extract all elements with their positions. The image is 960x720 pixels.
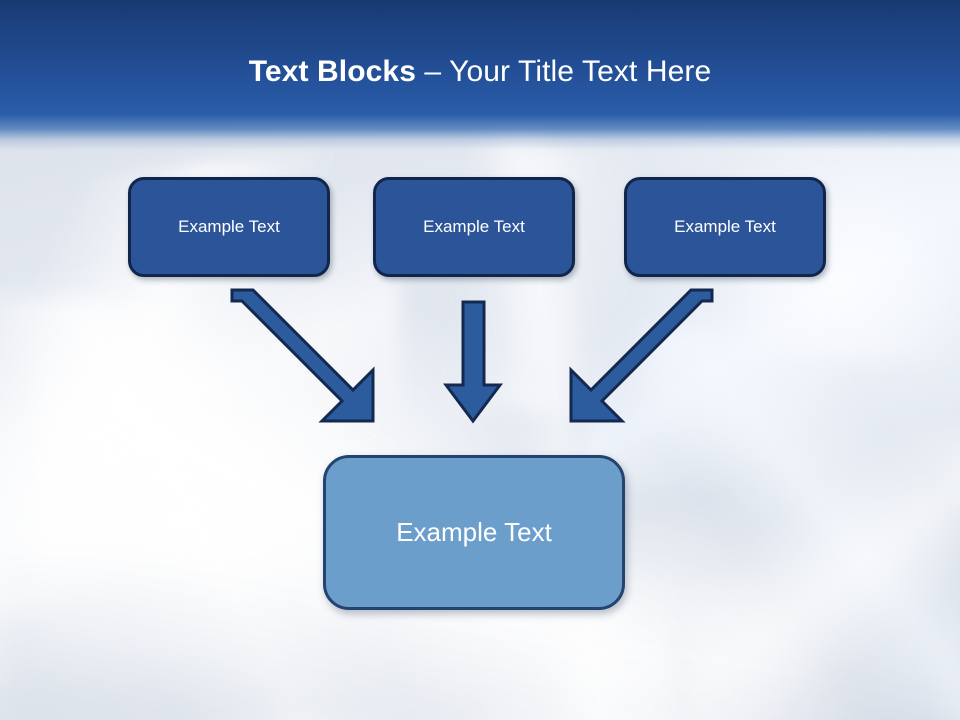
- flow-box-bottom[interactable]: Example Text: [323, 455, 625, 610]
- page-title-strong: Text Blocks: [248, 55, 416, 88]
- flow-box-bottom-label: Example Text: [396, 517, 552, 547]
- flow-box-top-3-label: Example Text: [674, 217, 776, 236]
- arrow-middle-down-icon: [443, 300, 503, 424]
- arrow-right-down-left-icon: [569, 288, 714, 423]
- page-title-separator: –: [416, 55, 450, 88]
- flow-box-top-1-label: Example Text: [178, 217, 280, 236]
- page-title-light: Your Title Text Here: [449, 55, 712, 88]
- flow-box-top-1[interactable]: Example Text: [128, 177, 330, 277]
- page-title: Text Blocks – Your Title Text Here: [0, 53, 960, 91]
- flow-box-top-2[interactable]: Example Text: [373, 177, 575, 277]
- arrow-left-down-right-icon: [230, 288, 375, 423]
- flow-box-top-3[interactable]: Example Text: [624, 177, 826, 277]
- flow-box-top-2-label: Example Text: [423, 217, 525, 236]
